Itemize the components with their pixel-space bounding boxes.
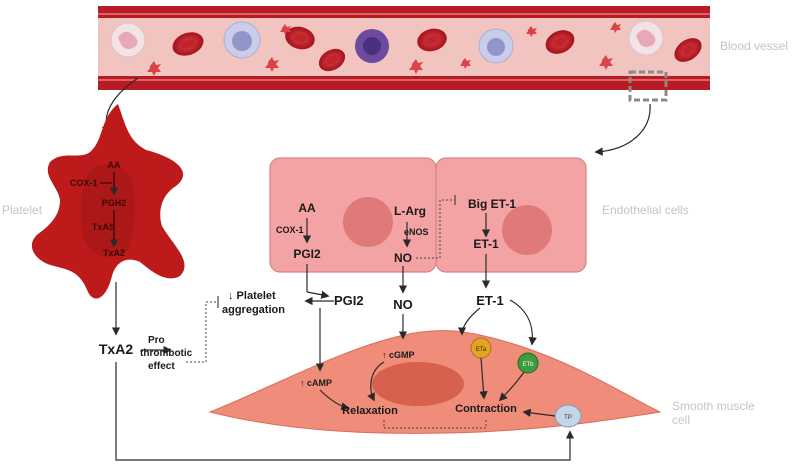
tp-label: TP bbox=[564, 415, 572, 421]
arrow-et1-to-eta bbox=[457, 307, 481, 336]
smooth-muscle-nucleus bbox=[372, 362, 464, 406]
red-blood-cells bbox=[172, 26, 702, 72]
platelet-label: Platelet bbox=[2, 203, 43, 217]
endothelial-nucleus-right bbox=[502, 205, 552, 255]
platelet-txas: TxAS bbox=[92, 222, 115, 232]
endo-pgi2: PGI2 bbox=[293, 247, 321, 261]
inhibit-platelet-agg bbox=[186, 301, 218, 363]
smooth-muscle-label-2: cell bbox=[672, 413, 690, 427]
endo-et1: ET-1 bbox=[473, 237, 499, 251]
platelet-agg-2: aggregation bbox=[222, 304, 285, 316]
endo-larg: L-Arg bbox=[394, 204, 426, 218]
etb-receptor bbox=[517, 352, 539, 374]
platelet-pgh2: PGH2 bbox=[102, 198, 127, 208]
cgmp: ↑ cGMP bbox=[382, 350, 415, 360]
relaxation: Relaxation bbox=[342, 405, 398, 417]
arrow-et1-to-etb bbox=[509, 299, 537, 346]
arrow-pgi2-out bbox=[306, 290, 330, 299]
relaxation-inhibits-contraction bbox=[383, 420, 487, 429]
endo-big-et1: Big ET-1 bbox=[468, 197, 516, 211]
blood-vessel bbox=[98, 6, 710, 102]
arrow-etb-contraction bbox=[498, 371, 525, 402]
endo-enos: eNOS bbox=[404, 227, 429, 237]
camp: ↑ cAMP bbox=[300, 378, 332, 388]
blood-vessel-label: Blood vessel bbox=[720, 39, 788, 53]
out-pgi2: PGI2 bbox=[334, 293, 364, 308]
eta-label: ETa bbox=[476, 347, 487, 353]
endo-cox1: COX-1 bbox=[276, 225, 304, 235]
etb-label: ETb bbox=[522, 362, 534, 368]
arrow-tp-contraction bbox=[522, 408, 556, 418]
endothelial-cells: AA COX-1 PGI2 L-Arg eNOS NO Big ET-1 ET-… bbox=[269, 157, 587, 273]
platelet-aa: AA bbox=[108, 160, 121, 170]
out-et1: ET-1 bbox=[476, 293, 503, 308]
endothelial-nucleus-left bbox=[343, 197, 393, 247]
endo-no: NO bbox=[394, 251, 412, 265]
platelet-cell: AA COX-1 PGH2 TxAS TxA2 bbox=[31, 104, 185, 299]
arrow-camp-relaxation bbox=[319, 389, 350, 411]
pro-thrombotic-2: thrombotic bbox=[140, 348, 193, 359]
white-blood-cells bbox=[110, 20, 664, 64]
platelet-cox1: COX-1 bbox=[70, 178, 98, 188]
no-inhibits-big-et1 bbox=[416, 199, 454, 259]
platelet-agg-1: ↓ Platelet bbox=[228, 290, 276, 302]
pro-thrombotic-1: Pro bbox=[148, 335, 165, 346]
out-no: NO bbox=[393, 297, 413, 312]
smooth-muscle-label-1: Smooth muscle bbox=[672, 399, 755, 413]
arrow-cgmp-relaxation bbox=[367, 361, 385, 402]
arrow-vessel-to-endothelium bbox=[594, 103, 651, 156]
zoom-box bbox=[628, 70, 668, 102]
arrow-eta-contraction bbox=[479, 357, 488, 400]
smooth-muscle-cell bbox=[208, 330, 662, 434]
vessel-platelets bbox=[147, 22, 621, 76]
endothelial-cells-label: Endothelial cells bbox=[602, 203, 689, 217]
endo-aa: AA bbox=[298, 201, 316, 215]
out-txa2: TxA2 bbox=[99, 341, 133, 357]
platelet-txa2: TxA2 bbox=[103, 248, 125, 258]
pro-thrombotic-3: effect bbox=[148, 361, 175, 372]
contraction: Contraction bbox=[455, 403, 517, 415]
arrow-txa2-to-tp bbox=[115, 362, 575, 461]
